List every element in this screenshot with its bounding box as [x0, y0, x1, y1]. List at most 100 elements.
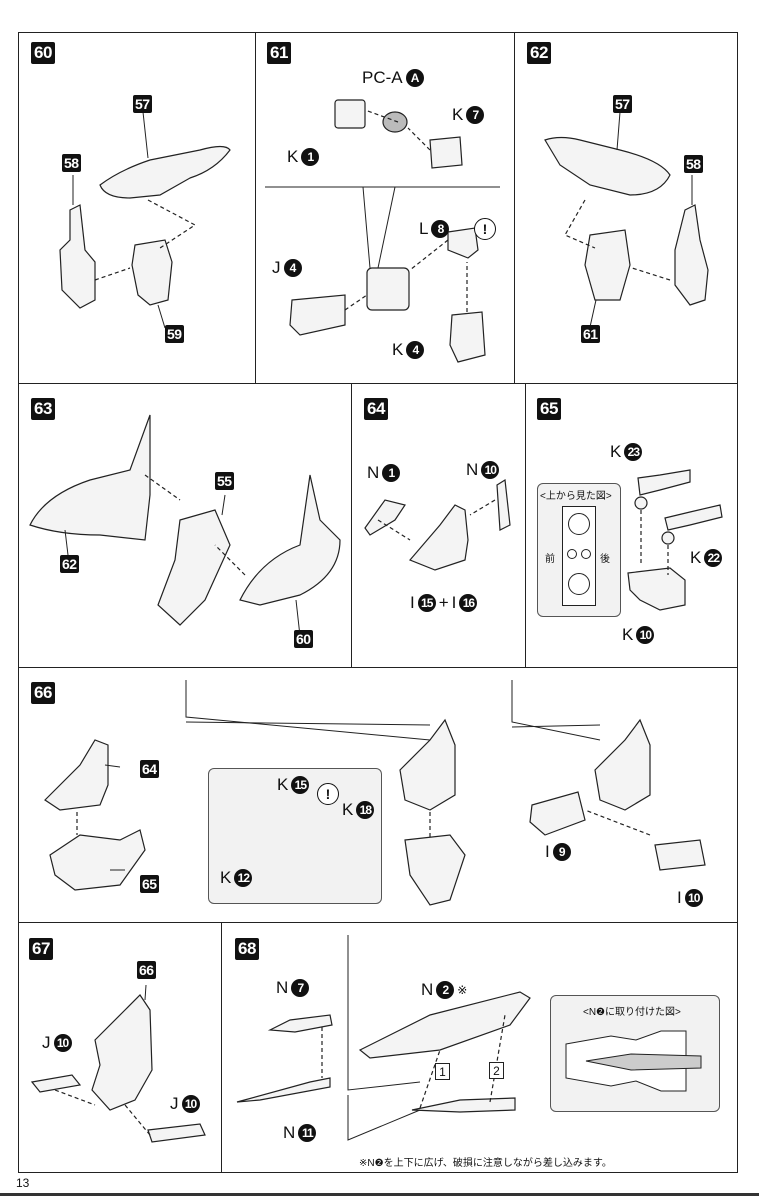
subassembly-ref: 62 — [60, 555, 79, 573]
step-number: 65 — [537, 398, 561, 420]
part-number: 9 — [552, 843, 571, 861]
note-mark: ※ — [457, 983, 468, 997]
subassembly-ref: 65 — [140, 875, 159, 893]
step-63-panel — [18, 384, 352, 668]
part-label: K 1 — [287, 147, 320, 167]
caution-icon: ! — [474, 218, 496, 240]
step-65-panel — [526, 384, 738, 668]
runner-letter: K — [610, 442, 622, 461]
runner-letter: J — [272, 258, 281, 277]
runner-letter: N — [283, 1123, 296, 1142]
subassembly-ref: 64 — [140, 760, 159, 778]
part-number: 18 — [356, 801, 375, 819]
part-label: K 15 — [277, 775, 310, 795]
page-number: 13 — [16, 1176, 30, 1190]
runner-letter: K — [342, 800, 354, 819]
subassembly-ref: 59 — [165, 325, 184, 343]
part-label: K 18 — [342, 800, 375, 820]
top-view-inset: <上から見た図> 前 後 — [537, 483, 621, 617]
part-number: 2 — [436, 981, 455, 999]
runner-letter: I — [677, 888, 682, 907]
part-number: 15 — [291, 776, 310, 794]
runner-letter: I — [410, 593, 415, 612]
part-number: 8 — [431, 220, 450, 238]
caution-icon: ! — [317, 783, 339, 805]
runner-letter: I — [451, 593, 457, 612]
step-62-panel — [515, 32, 738, 384]
subassembly-ref: 58 — [62, 154, 81, 172]
attached-view-diagram — [565, 1030, 702, 1092]
runner-letter: J — [42, 1033, 51, 1052]
part-label: K 22 — [690, 548, 723, 568]
part-combo-label: I 15 + I 16 — [410, 593, 478, 613]
part-number: 12 — [234, 869, 253, 887]
step-number: 64 — [364, 398, 388, 420]
subassembly-ref: 55 — [215, 472, 234, 490]
part-label: J 10 — [42, 1033, 72, 1053]
part-number: 22 — [704, 549, 723, 567]
inset-title: <上から見た図> — [540, 491, 612, 502]
step-number: 61 — [267, 42, 291, 64]
part-number: 10 — [684, 889, 703, 907]
part-number: 10 — [481, 461, 500, 479]
part-label: I 9 — [545, 842, 571, 862]
subassembly-ref: 60 — [294, 630, 313, 648]
step-number: 68 — [235, 938, 259, 960]
part-number: 7 — [291, 979, 310, 997]
back-label: 後 — [600, 554, 610, 565]
part-number: 4 — [283, 259, 302, 277]
runner-letter: L — [419, 219, 429, 238]
runner-letter: K — [220, 868, 232, 887]
step-number: 67 — [29, 938, 53, 960]
part-label: J 10 — [170, 1094, 200, 1114]
part-label: PC-A A — [362, 68, 424, 88]
attached-view-inset: <N❷に取り付けた図> — [550, 995, 720, 1112]
step-67-panel — [18, 923, 222, 1173]
part-label: K 12 — [220, 868, 253, 888]
part-number: 7 — [466, 106, 485, 124]
runner-letter: K — [287, 147, 299, 166]
part-number: 23 — [624, 443, 643, 461]
step-66-panel — [18, 668, 738, 923]
part-label: N 2 ※ — [421, 980, 467, 1000]
runner-letter: N — [466, 460, 479, 479]
runner-letter: K — [452, 105, 464, 124]
part-number: 1 — [382, 464, 401, 482]
step-61-panel — [256, 32, 515, 384]
part-label: N 11 — [283, 1123, 317, 1143]
part-label: K 7 — [452, 105, 485, 125]
part-label: J 4 — [272, 258, 302, 278]
part-label: N 10 — [466, 460, 500, 480]
runner-letter: J — [170, 1094, 179, 1113]
step-number: 63 — [31, 398, 55, 420]
runner-letter: K — [690, 548, 702, 567]
runner-letter: I — [545, 842, 550, 861]
runner-letter: PC-A — [362, 68, 403, 87]
runner-letter: K — [392, 340, 404, 359]
runner-letter: N — [276, 978, 289, 997]
subassembly-ref: 57 — [613, 95, 632, 113]
part-number: 10 — [181, 1095, 200, 1113]
part-label: K 23 — [610, 442, 643, 462]
inset-title: <N❷に取り付けた図> — [583, 1007, 681, 1018]
part-number: 4 — [406, 341, 425, 359]
runner-letter: K — [277, 775, 289, 794]
part-label: N 7 — [276, 978, 310, 998]
part-number: 10 — [636, 626, 655, 644]
step-68-panel — [222, 923, 738, 1173]
top-view-diagram — [562, 506, 596, 606]
subassembly-ref: 66 — [137, 961, 156, 979]
subassembly-ref: 58 — [684, 155, 703, 173]
part-label: K 10 — [622, 625, 655, 645]
part-number: 11 — [298, 1124, 317, 1142]
runner-letter: N — [421, 980, 434, 999]
runner-letter: K — [622, 625, 634, 644]
plus-sign: + — [438, 593, 449, 612]
front-label: 前 — [545, 554, 555, 565]
order-marker: 2 — [489, 1062, 504, 1079]
footnote: ※N❷を上下に広げ、破損に注意しながら差し込みます。 — [359, 1158, 612, 1169]
bottom-rule — [0, 1193, 759, 1196]
subassembly-ref: 57 — [133, 95, 152, 113]
part-label: L 8 — [419, 219, 450, 239]
step-number: 62 — [527, 42, 551, 64]
